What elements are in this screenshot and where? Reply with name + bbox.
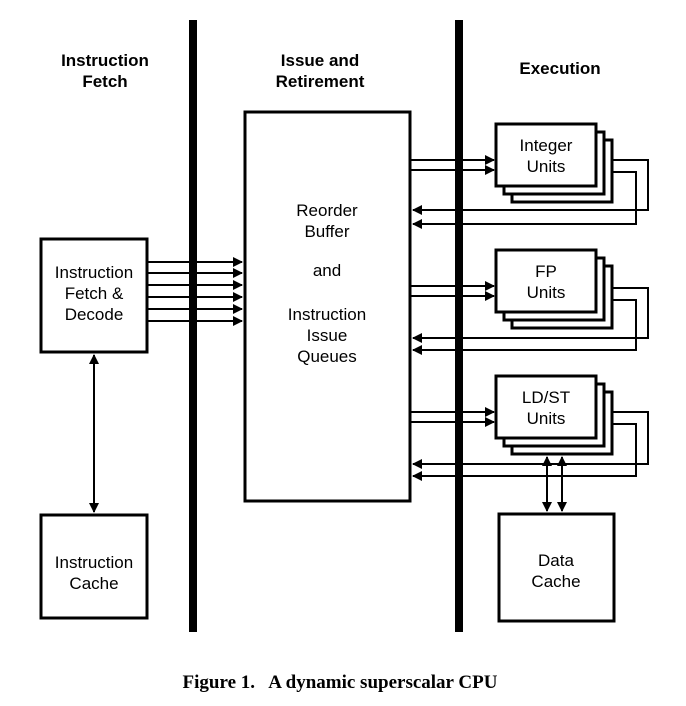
heading-issue-retirement: Retirement [276,72,365,91]
integer-units-label: Units [527,157,566,176]
reorder-buffer-label: Instruction [288,305,366,324]
reorder-buffer-label: Reorder [296,201,358,220]
heading-instruction-fetch: Fetch [82,72,127,91]
reorder-buffer-label: Issue [307,326,348,345]
fp-units-block [494,248,614,330]
instruction-cache-block [39,513,149,620]
data-cache-label: Data [538,551,574,570]
fetch-decode-block [39,237,149,354]
fp-units-label: FP [535,262,557,281]
instruction-cache-label: Instruction [55,553,133,572]
issue-arrows [410,155,495,427]
reorder-buffer-label: and [313,261,341,280]
fetch-decode-label: Instruction [55,263,133,282]
heading-execution: Execution [519,59,600,78]
reorder-buffer-label: Buffer [304,222,349,241]
writeback-arrows [412,159,649,481]
heading-instruction-fetch: Instruction [61,51,149,70]
integer-units-block [494,122,614,204]
integer-units-label: Integer [520,136,573,155]
ldst-units-block [494,374,614,456]
fetch-decode-label: Fetch & [65,284,124,303]
data-cache-label: Cache [531,572,580,591]
reorder-buffer-label: Queues [297,347,357,366]
data-cache-block [497,512,616,623]
ldst-units-label: LD/ST [522,388,570,407]
ldst-units-label: Units [527,409,566,428]
instruction-cache-label: Cache [69,574,118,593]
ldst-cache-arrows [542,456,567,512]
heading-issue-retirement: Issue and [281,51,359,70]
fp-units-label: Units [527,283,566,302]
reorder-buffer-block [243,110,412,503]
dispatch-arrows [147,257,243,326]
figure-caption: Figure 1. A dynamic superscalar CPU [183,672,498,693]
fetch-decode-label: Decode [65,305,124,324]
